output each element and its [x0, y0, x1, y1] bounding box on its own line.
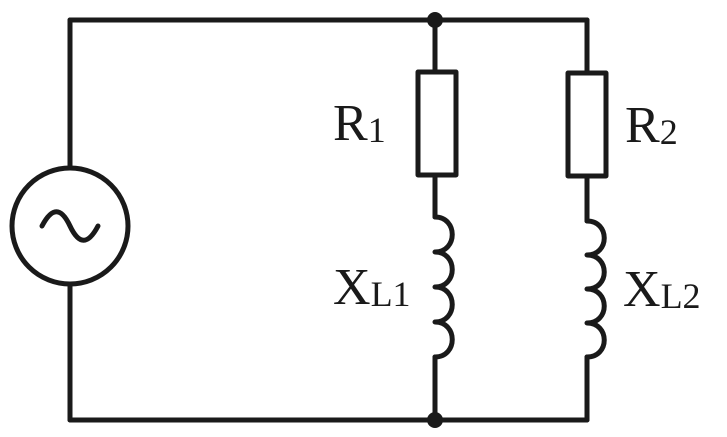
label-xl1-main: X: [333, 259, 371, 316]
inductor-xl1: [432, 214, 455, 360]
top-junction-dot: [427, 12, 443, 28]
bottom-junction-dot: [427, 412, 443, 428]
label-r2: R2: [625, 97, 678, 154]
label-r2-main: R: [625, 97, 660, 154]
label-xl1: XL1: [333, 259, 411, 316]
sine-wave-icon: [39, 209, 101, 243]
label-xl1-subscript: L1: [371, 274, 411, 314]
label-xl2: XL2: [623, 261, 701, 318]
label-r1-main: R: [333, 95, 368, 152]
label-xl2-main: X: [623, 261, 661, 318]
resistor-r1: [415, 69, 459, 178]
ac-source-circle: [9, 165, 131, 287]
label-r1-subscript: 1: [368, 110, 386, 150]
inductor-xl2: [584, 218, 607, 360]
ac-voltage-source: [9, 165, 131, 287]
ac-source-label: ~: [70, 239, 71, 241]
label-r1: R1: [333, 95, 386, 152]
resistor-r2: [565, 70, 609, 179]
label-r2-subscript: 2: [660, 112, 678, 152]
label-xl2-subscript: L2: [661, 276, 701, 316]
